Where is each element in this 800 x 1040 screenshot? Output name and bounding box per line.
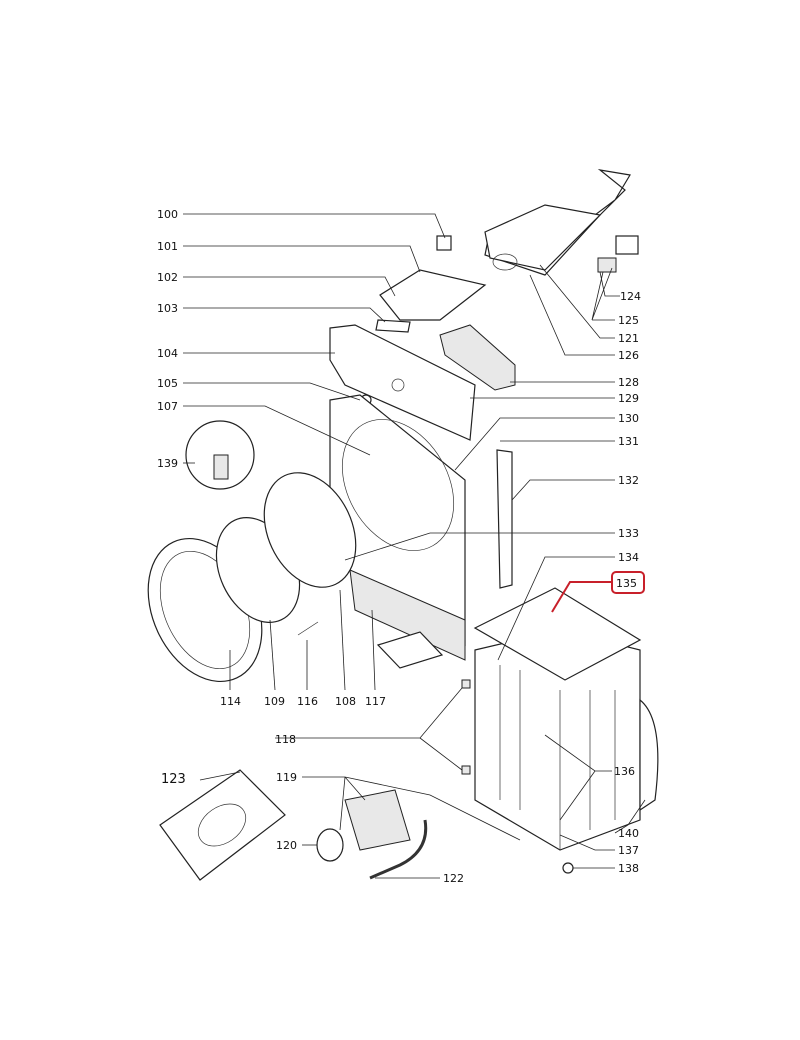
label-119: 119 — [276, 771, 297, 784]
label-120: 120 — [276, 839, 297, 852]
part-131 — [496, 449, 513, 589]
label-138: 138 — [618, 862, 639, 875]
part-117-flap — [376, 631, 444, 669]
part-128 — [439, 324, 516, 391]
label-104: 104 — [157, 347, 178, 360]
part-117-bottom-panel — [349, 569, 466, 661]
label-140: 140 — [618, 827, 639, 840]
part-101-102 — [379, 269, 487, 321]
label-126: 126 — [618, 349, 639, 362]
label-124: 124 — [620, 290, 641, 303]
part-118b — [461, 765, 471, 775]
part-shapes — [147, 169, 659, 881]
part-125 — [597, 257, 617, 273]
part-118a — [461, 679, 471, 689]
part-120-filter — [316, 828, 344, 862]
label-130: 130 — [618, 412, 639, 425]
part-135-top — [473, 587, 642, 681]
part-126 — [492, 253, 518, 271]
part-138-foot — [562, 862, 574, 874]
label-117: 117 — [365, 695, 386, 708]
highlight-box — [611, 571, 645, 594]
label-103: 103 — [157, 302, 178, 315]
label-136: 136 — [614, 765, 635, 778]
part-104-panel — [329, 324, 476, 441]
label-107: 107 — [157, 400, 178, 413]
part-124 — [615, 235, 639, 255]
part-labels: 100 101 102 103 104 105 107 139 114 109 … — [157, 208, 641, 885]
part-108 — [263, 472, 357, 588]
label-125: 125 — [618, 314, 639, 327]
part-130-door-opening — [341, 419, 455, 551]
part-121-tray — [484, 204, 602, 271]
label-101: 101 — [157, 240, 178, 253]
label-139: 139 — [157, 457, 178, 470]
label-133: 133 — [618, 527, 639, 540]
part-116-screw — [297, 621, 319, 636]
part-140-back — [639, 698, 659, 812]
part-140-side — [499, 665, 616, 850]
part-119-pump — [344, 789, 411, 851]
label-128: 128 — [618, 376, 639, 389]
label-108: 108 — [335, 695, 356, 708]
label-102: 102 — [157, 271, 178, 284]
label-121: 121 — [618, 332, 639, 345]
label-123: 123 — [161, 772, 186, 787]
label-129: 129 — [618, 392, 639, 405]
label-109: 109 — [264, 695, 285, 708]
label-118: 118 — [275, 733, 296, 746]
part-139-hinge — [213, 454, 229, 480]
label-114: 114 — [220, 695, 241, 708]
highlight-leader — [551, 581, 612, 613]
part-103 — [375, 319, 411, 333]
label-105: 105 — [157, 377, 178, 390]
label-100: 100 — [157, 208, 178, 221]
leader-lines — [183, 213, 646, 879]
label-116: 116 — [297, 695, 318, 708]
label-134: 134 — [618, 551, 639, 564]
part-knob — [391, 378, 405, 392]
part-122-hose — [369, 819, 428, 880]
label-132: 132 — [618, 474, 639, 487]
label-131: 131 — [618, 435, 639, 448]
label-137: 137 — [618, 844, 639, 857]
label-122: 122 — [443, 872, 464, 885]
part-100 — [436, 235, 452, 251]
part-123-hole — [197, 803, 247, 847]
part-123-plate — [159, 769, 286, 881]
label-135: 135 — [616, 577, 637, 590]
